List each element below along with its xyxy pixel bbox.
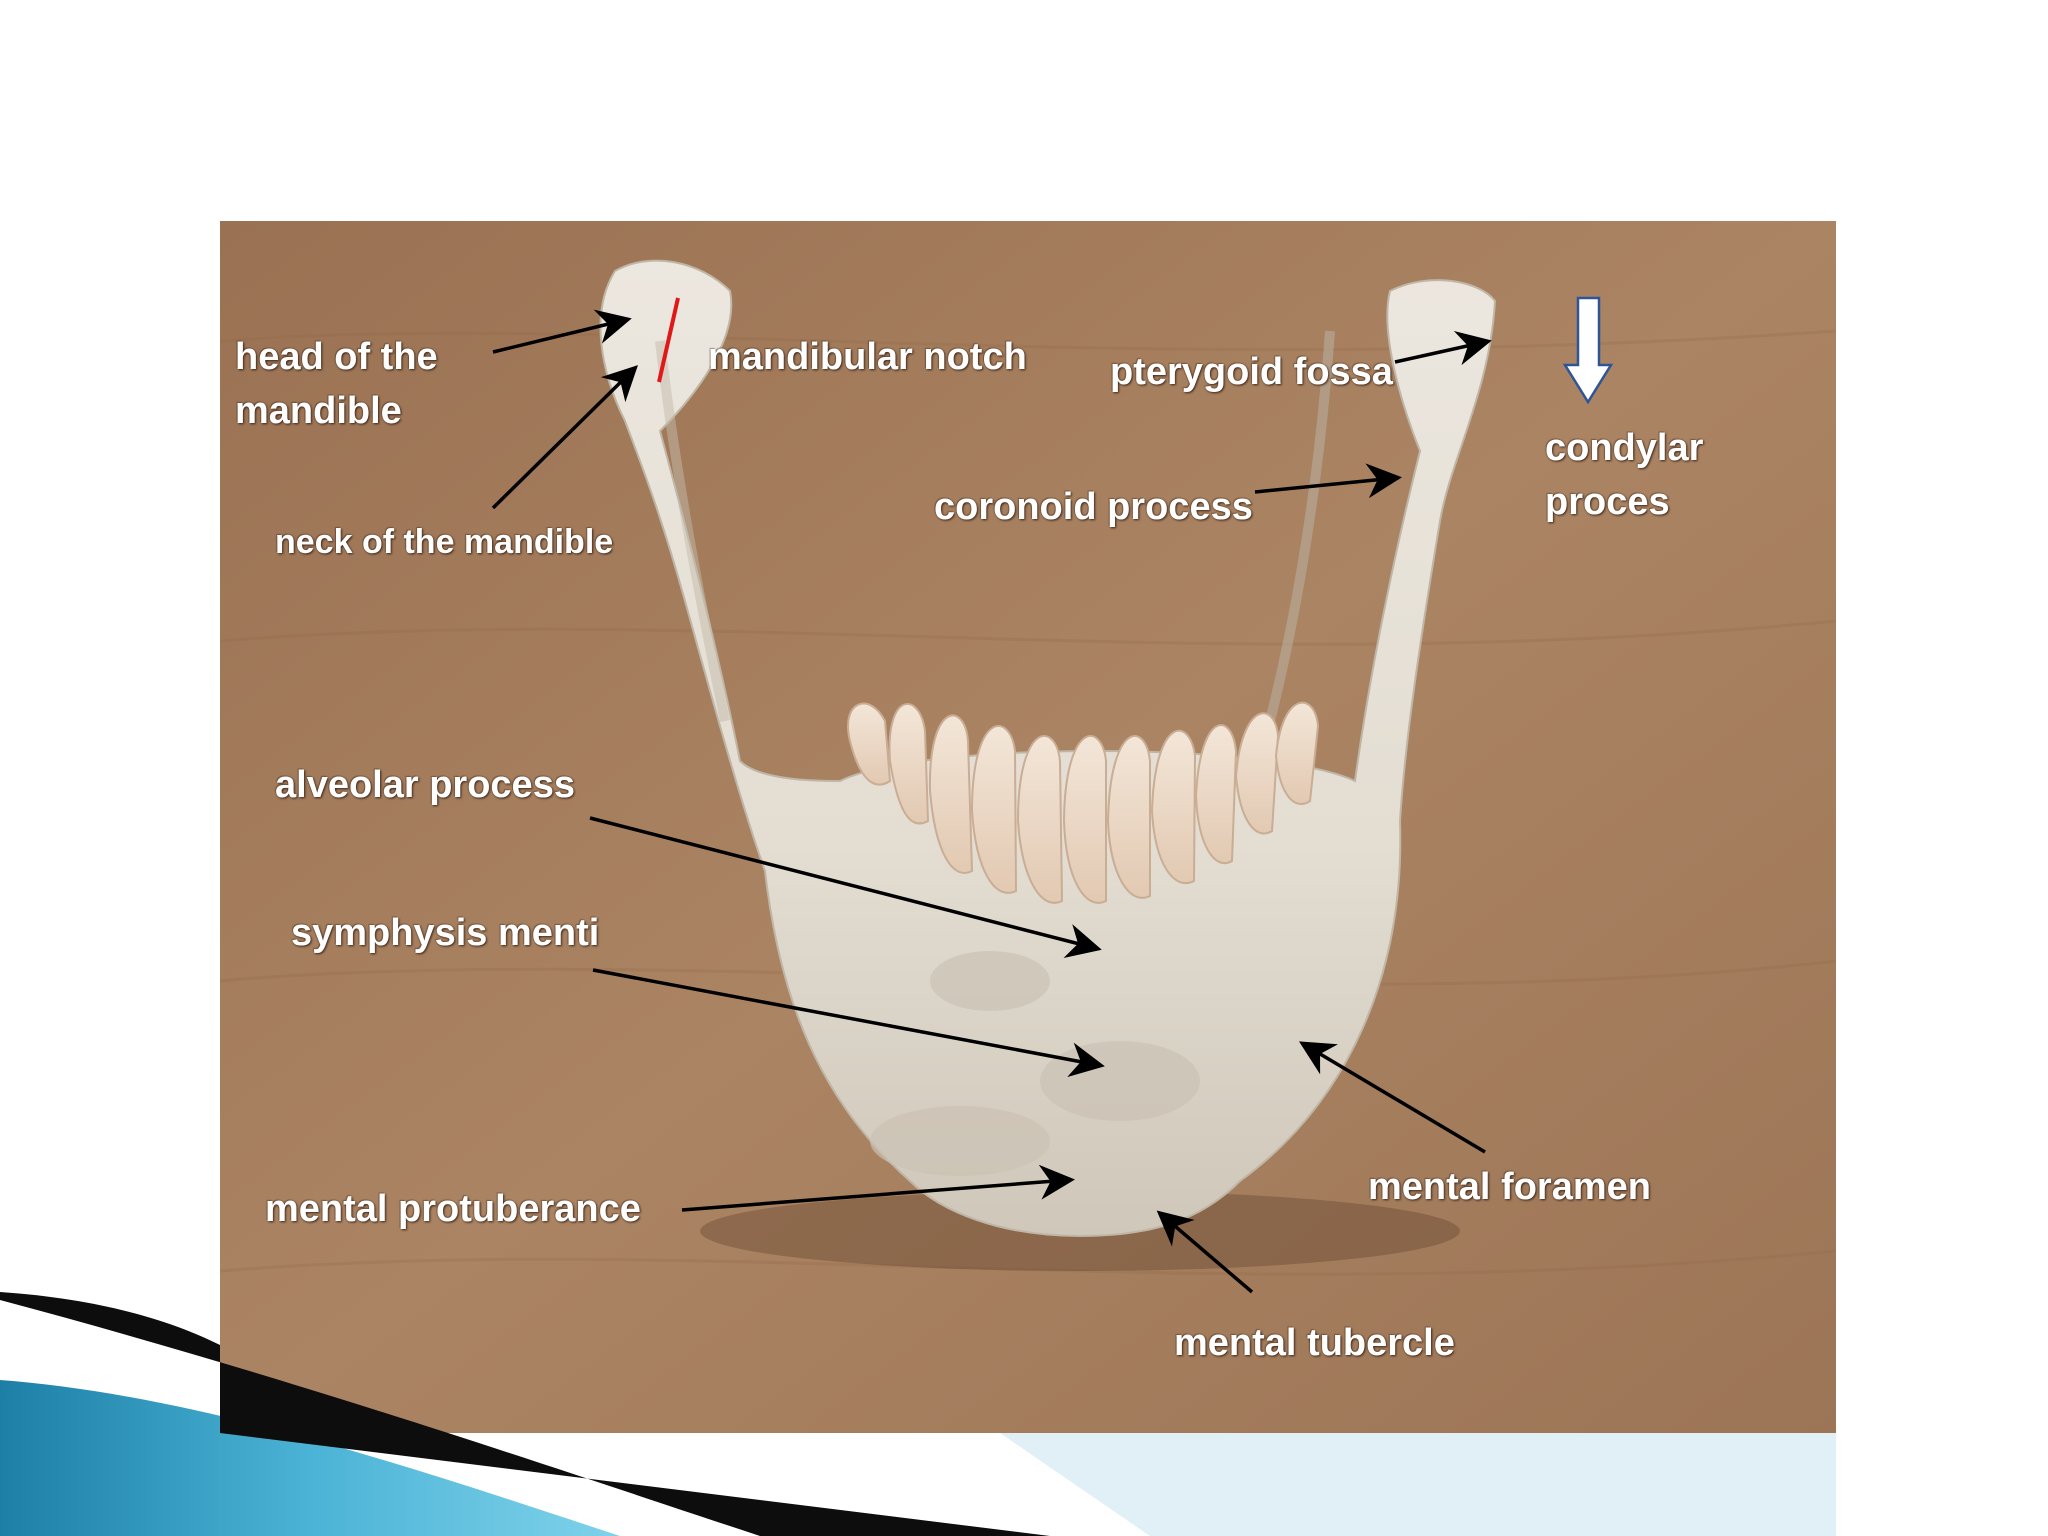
label-mandibular-notch: mandibular notch	[708, 336, 1027, 378]
label-mental-foramen: mental foramen	[1368, 1166, 1651, 1208]
label-head-of-mandible-1: head of the	[235, 336, 438, 378]
label-mental-protuberance: mental protuberance	[265, 1188, 641, 1230]
label-neck-of-mandible: neck of the mandible	[275, 523, 614, 561]
mandible-illustration	[220, 221, 1836, 1433]
label-coronoid-process: coronoid process	[934, 486, 1253, 528]
label-condylar-process-1: condylar	[1545, 427, 1704, 469]
label-head-of-mandible-2: mandible	[235, 390, 402, 432]
label-pterygoid-fossa: pterygoid fossa	[1110, 351, 1393, 393]
label-condylar-process-2: proces	[1545, 481, 1670, 523]
label-alveolar-process: alveolar process	[275, 764, 575, 806]
label-symphysis-menti: symphysis menti	[291, 912, 600, 954]
mandible-photo	[220, 221, 1836, 1433]
label-mental-tubercle: mental tubercle	[1174, 1322, 1455, 1364]
